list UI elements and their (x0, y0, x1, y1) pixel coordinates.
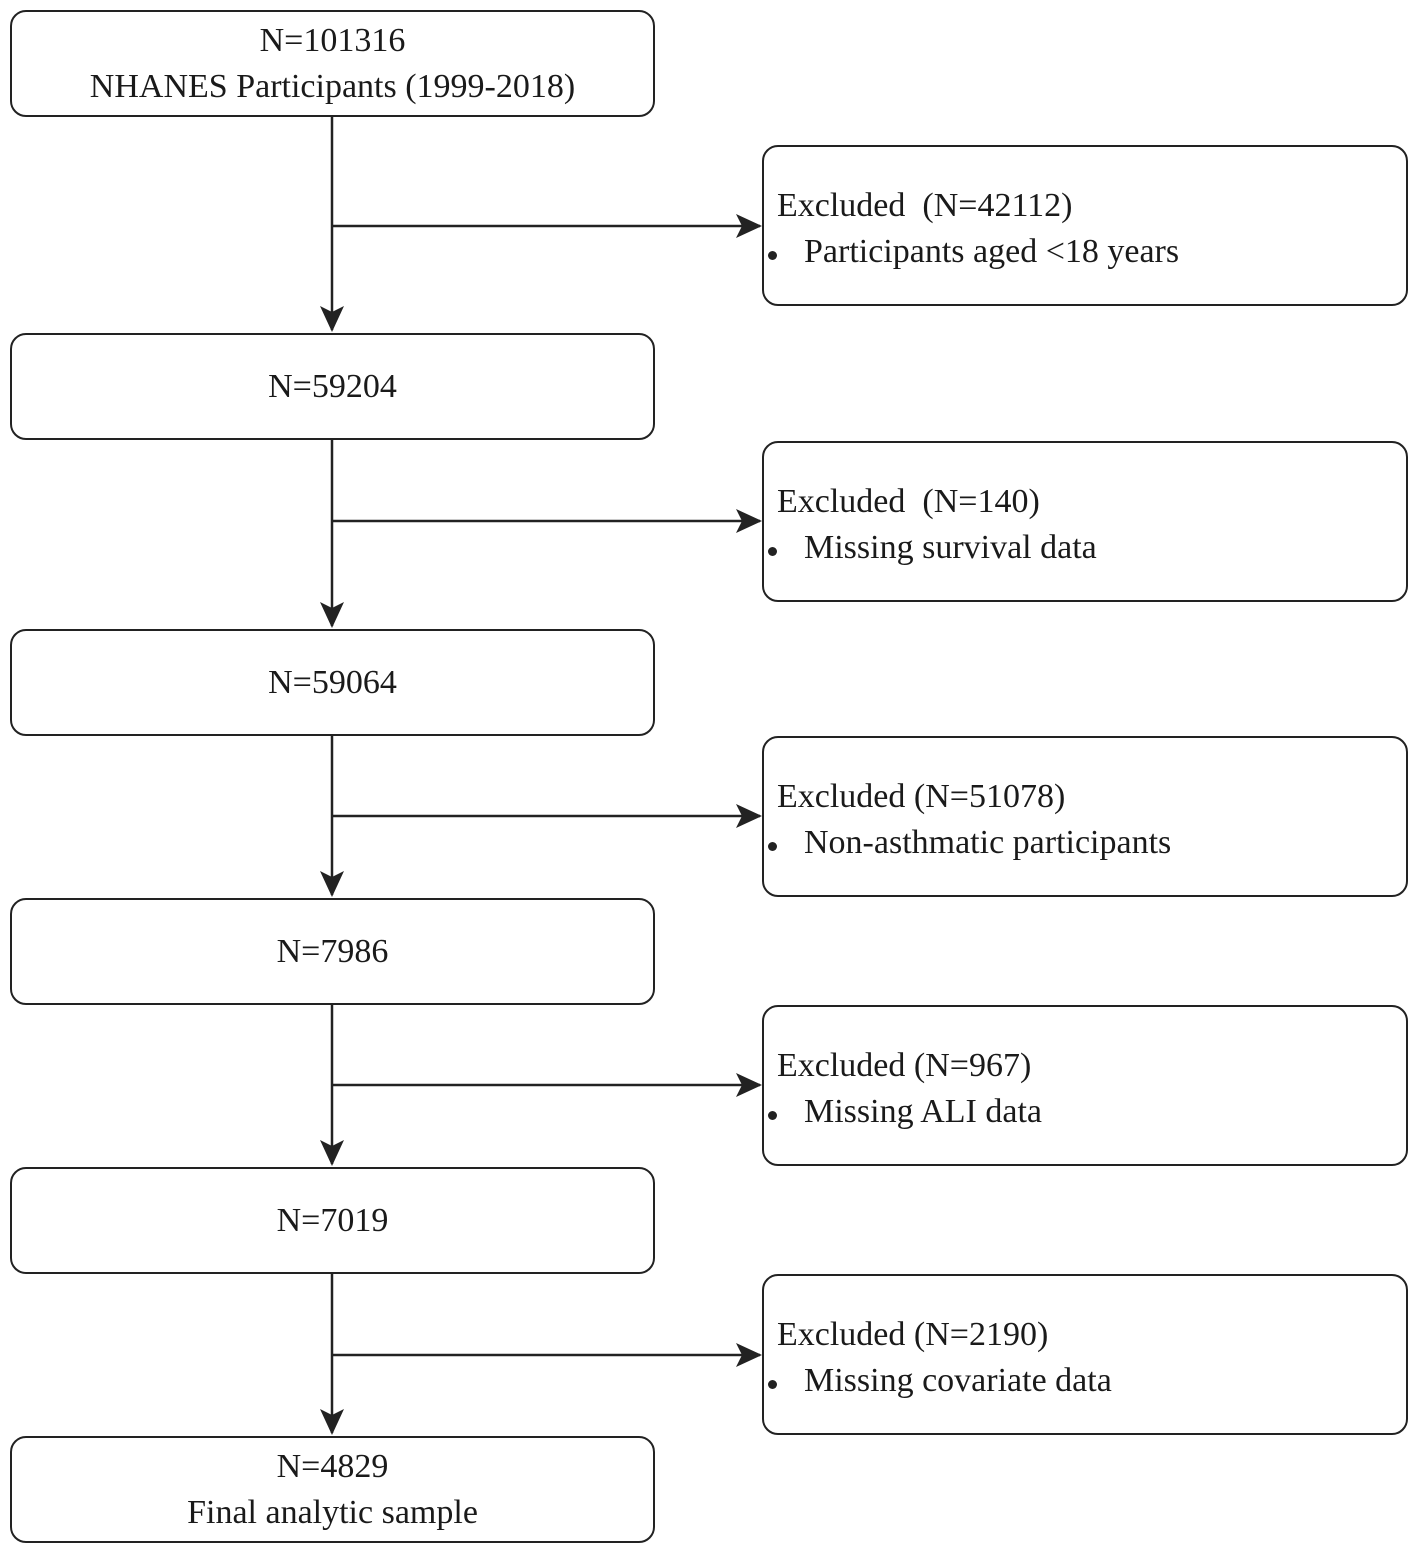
step-count: N=7019 (276, 1201, 389, 1239)
step-box-2: N=59204 (10, 333, 655, 440)
step-box-6: N=4829 Final analytic sample (10, 1436, 655, 1543)
exclusion-box-2: Excluded (N=140) Missing survival data (762, 441, 1408, 602)
step-count: N=101316 (259, 21, 406, 59)
step-label: NHANES Participants (1999-2018) (89, 67, 576, 105)
exclusion-reason: Non-asthmatic participants (804, 824, 1172, 861)
step-count: N=4829 (276, 1447, 389, 1485)
step-box-5: N=7019 (10, 1167, 655, 1274)
step-box-3: N=59064 (10, 629, 655, 736)
exclusion-title: Excluded (N=2190) (777, 1316, 1049, 1353)
exclusion-box-1: Excluded (N=42112) Participants aged <18… (762, 145, 1408, 306)
step-box-1: N=101316 NHANES Participants (1999-2018) (10, 10, 655, 117)
bullet-icon (768, 1380, 777, 1389)
exclusion-title: Excluded (N=967) (777, 1047, 1032, 1084)
bullet-icon (768, 547, 777, 556)
step-box-4: N=7986 (10, 898, 655, 1005)
step-count: N=7986 (276, 932, 389, 970)
exclusion-box-4: Excluded (N=967) Missing ALI data (762, 1005, 1408, 1166)
bullet-icon (768, 1111, 777, 1120)
exclusion-reason: Missing covariate data (804, 1362, 1112, 1399)
exclusion-box-5: Excluded (N=2190) Missing covariate data (762, 1274, 1408, 1435)
exclusion-title: Excluded (N=140) (777, 483, 1040, 520)
exclusion-title: Excluded (N=51078) (777, 778, 1066, 815)
step-label: Final analytic sample (187, 1493, 478, 1531)
exclusion-title: Excluded (N=42112) (777, 187, 1073, 224)
bullet-icon (768, 251, 777, 260)
exclusion-reason: Missing ALI data (804, 1093, 1042, 1130)
bullet-icon (768, 842, 777, 851)
exclusion-box-3: Excluded (N=51078) Non-asthmatic partici… (762, 736, 1408, 897)
exclusion-reason: Missing survival data (804, 529, 1097, 566)
exclusion-reason: Participants aged <18 years (804, 233, 1180, 270)
step-count: N=59064 (268, 663, 397, 701)
step-count: N=59204 (268, 367, 397, 405)
